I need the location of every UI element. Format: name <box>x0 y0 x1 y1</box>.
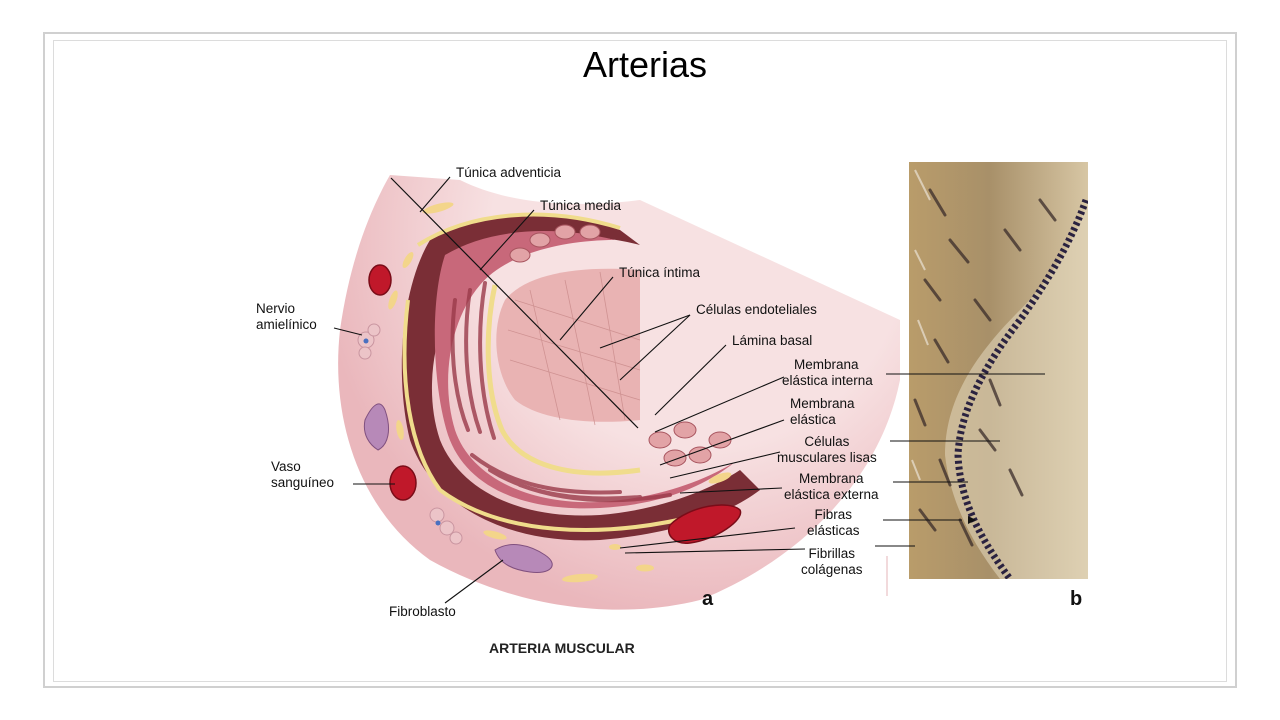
label-fibras-line1: Fibras <box>814 507 853 522</box>
panel-label-b: b <box>1070 588 1083 610</box>
label-tunica-intima: Túnica íntima <box>619 265 701 280</box>
label-fibras-elasticas: Fibras elásticas <box>807 507 860 539</box>
label-mem-ext-line1: Membrana <box>799 471 864 486</box>
nerve-cells <box>357 323 463 545</box>
label-fibrillas-line1: Fibrillas <box>808 546 856 561</box>
label-lamina-basal: Lámina basal <box>732 333 813 348</box>
slide-title: Arterias <box>582 44 708 85</box>
histology-micrograph <box>909 162 1088 579</box>
label-cel-musc-line1: Células <box>804 434 850 449</box>
label-celulas-endoteliales: Células endoteliales <box>696 302 817 317</box>
label-fibrillas-line2: colágenas <box>801 562 863 577</box>
fibroblasts <box>363 403 553 574</box>
label-fibroblasto: Fibroblasto <box>389 604 456 619</box>
label-fibrillas-colagenas: Fibrillas colágenas <box>801 546 863 578</box>
label-celulas-musculares-lisas: Células musculares lisas <box>777 434 877 466</box>
label-fibras-line2: elásticas <box>807 523 860 538</box>
label-membrana-elastica-externa: Membrana elástica externa <box>784 471 879 503</box>
leader-lines <box>333 176 1045 604</box>
label-mem-ext-line2: elástica externa <box>784 487 879 502</box>
label-mem-el-line1: Membrana <box>790 396 855 411</box>
label-mem-int-line1: Membrana <box>794 357 859 372</box>
figure-caption: ARTERIA MUSCULAR <box>489 640 635 656</box>
label-nervio-line2: amielínico <box>256 317 317 332</box>
slide-frame-outer <box>43 32 1237 688</box>
label-vaso-line1: Vaso <box>271 459 301 474</box>
label-vaso-line2: sanguíneo <box>271 475 335 490</box>
panel-label-a: a <box>702 588 714 610</box>
slide-frame-inner <box>53 40 1227 682</box>
artery-wall-drawing <box>338 175 900 610</box>
label-membrana-elastica: Membrana elástica <box>790 396 855 428</box>
label-tunica-adventicia: Túnica adventicia <box>456 165 562 180</box>
label-tunica-media: Túnica media <box>540 198 622 213</box>
label-cel-musc-line2: musculares lisas <box>777 450 877 465</box>
label-nervio-line1: Nervio <box>256 301 296 316</box>
label-membrana-elastica-interna: Membrana elástica interna <box>782 357 873 389</box>
label-nervio: Nervio amielínico <box>256 301 317 333</box>
red-blood-cells <box>368 264 742 544</box>
label-mem-el-line2: elástica <box>790 412 836 427</box>
label-mem-int-line2: elástica interna <box>782 373 873 388</box>
label-vaso: Vaso sanguíneo <box>271 459 334 491</box>
